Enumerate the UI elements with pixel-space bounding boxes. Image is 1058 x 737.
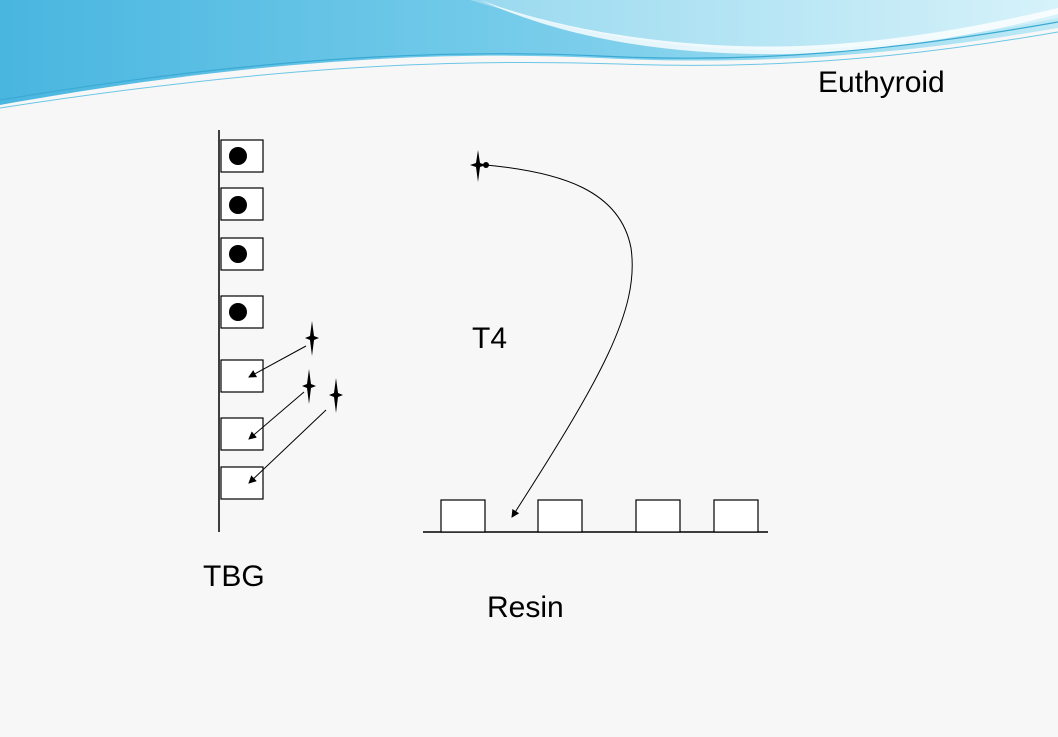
bound-hormone-dot xyxy=(229,196,247,214)
t4-label: T4 xyxy=(472,322,508,355)
bound-hormone-dot xyxy=(229,147,247,165)
slide-title: Euthyroid xyxy=(818,66,945,99)
bound-hormone-dot xyxy=(229,303,247,321)
binding-arrow xyxy=(248,391,305,440)
bound-hormone-dot xyxy=(229,245,247,263)
resin-site xyxy=(635,499,681,533)
resin-site xyxy=(537,499,583,533)
resin-site xyxy=(713,499,759,533)
resin-label: Resin xyxy=(487,591,564,624)
t4-to-resin-arrow xyxy=(485,164,633,518)
resin-site xyxy=(440,499,486,533)
free-hormone-star xyxy=(305,321,319,356)
tbg-site-occupied xyxy=(220,295,264,329)
tbg-site-empty xyxy=(220,417,264,451)
tbg-site-occupied xyxy=(220,237,264,271)
tbg-label: TBG xyxy=(203,560,265,593)
binding-arrow xyxy=(248,345,307,378)
binding-arrow xyxy=(248,409,327,484)
free-hormone-star xyxy=(470,150,486,182)
tbg-site-empty xyxy=(220,359,264,393)
tbg-site-empty xyxy=(220,466,264,500)
tbg-site-occupied xyxy=(220,187,264,221)
free-hormone-star xyxy=(302,369,316,404)
free-hormone-star xyxy=(329,378,343,413)
tbg-site-occupied xyxy=(220,139,264,173)
